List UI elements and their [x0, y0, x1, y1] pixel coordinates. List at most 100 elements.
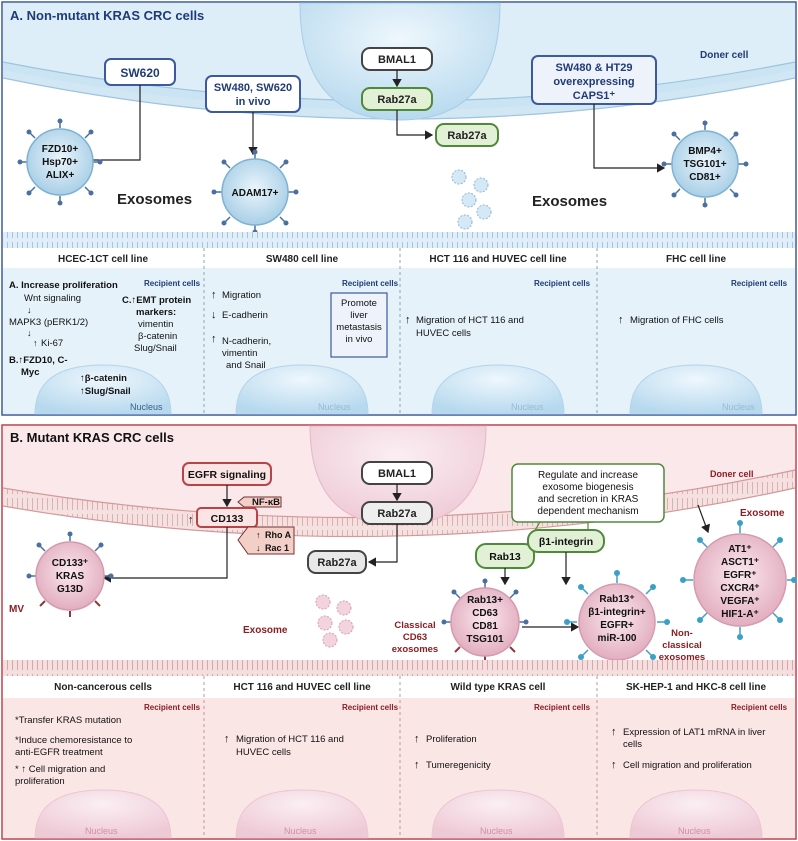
- exosome-2-line1: ADAM17+: [232, 188, 279, 199]
- rab27a-outer-a: [435, 123, 499, 147]
- a-col1-arrow2: ↓: [27, 328, 32, 338]
- nfkb-tag: [237, 496, 282, 508]
- exo-classical-4: TSG101: [466, 634, 504, 645]
- classical-label-1: Classical: [394, 620, 435, 631]
- rab13-label: Rab13: [489, 551, 521, 563]
- exo-classical-3: CD81: [472, 621, 498, 632]
- cell-line-b4: SK-HEP-1 and HKC-8 cell line: [626, 682, 766, 693]
- exosome-at1: AT1⁺ ASCT1⁺ EGFR⁺ CXCR4⁺ VEGFA⁺ HIF1-A⁺: [680, 520, 797, 640]
- a-col2-item2: E-cadherin: [222, 310, 268, 321]
- cell-line-b3: Wild type KRAS cell: [451, 682, 546, 693]
- sw480-ht29-line2: overexpressing: [553, 76, 634, 88]
- recipient-label-a1: Recipient cells: [144, 279, 201, 288]
- nucleus-label-b3: Nucleus: [480, 826, 513, 836]
- cell-line-a1: HCEC-1CT cell line: [58, 254, 148, 265]
- classical-label-2: CD63: [403, 632, 427, 643]
- exo-classical-2: CD63: [472, 608, 498, 619]
- promote-line4: in vivo: [346, 334, 373, 345]
- cell-line-a3: HCT 116 and HUVEC cell line: [429, 254, 567, 265]
- nucleus-label-a1: Nucleus: [130, 402, 163, 412]
- a-col1-b-line2: Myc: [21, 367, 39, 378]
- b-col2-line1: Migration of HCT 116 and: [236, 734, 344, 745]
- exo-nonclassical-2: β1-integrin+: [588, 607, 646, 618]
- a-col3-line2: HUVEC cells: [416, 328, 471, 339]
- a-col1-up1: ↑: [33, 338, 38, 348]
- sw620-label: SW620: [120, 66, 160, 80]
- b-col1-line5: proliferation: [15, 776, 65, 787]
- recipient-label-a3: Recipient cells: [534, 279, 591, 288]
- exosomes-label-left: Exosomes: [117, 191, 192, 208]
- nucleus-label-a3: Nucleus: [511, 402, 544, 412]
- recipient-label-a2: Recipient cells: [342, 279, 399, 288]
- nonclassical-label-2: classical: [662, 640, 702, 651]
- nucleus-label-b1: Nucleus: [85, 826, 118, 836]
- bmal1-label-a: BMAL1: [378, 54, 416, 66]
- small-exosomes-b: [315, 594, 354, 648]
- cd133-label: CD133: [211, 513, 244, 525]
- b-col4-up1: ↑: [611, 726, 617, 738]
- exo-nonclassical-1: Rab13⁺: [599, 594, 634, 605]
- exo-right-2: ASCT1⁺: [721, 557, 759, 568]
- a-col3-up: ↑: [405, 314, 411, 326]
- promote-line1: Promote: [341, 298, 377, 309]
- a-col1-c-item1: vimentin: [138, 319, 173, 330]
- a-col4-up: ↑: [618, 314, 624, 326]
- b-col4-line1: Expression of LAT1 mRNA in liver: [623, 727, 765, 738]
- b-col2-line2: HUVEC cells: [236, 747, 291, 758]
- exosome-classical: Rab13+ CD63 CD81 TSG101: [441, 578, 529, 662]
- cell-line-b2: HCT 116 and HUVEC cell line: [233, 682, 371, 693]
- regulate-line2: exosome biogenesis: [542, 482, 633, 493]
- small-exosomes-a: [451, 169, 492, 230]
- promote-line2: liver: [350, 310, 367, 321]
- a-col1-c-line2: markers:: [136, 307, 176, 318]
- exosome-label-b2: Exosome: [740, 508, 785, 519]
- exosome-bmp4: BMP4+ TSG101+ CD81+: [661, 120, 749, 208]
- rhoa-label: Rho A: [265, 530, 292, 540]
- a-col1-c-line1: C.↑EMT protein: [122, 295, 191, 306]
- membrane-a: [3, 232, 795, 248]
- mv-line2: KRAS: [56, 571, 85, 582]
- panel-b-title: B. Mutant KRAS CRC cells: [10, 430, 174, 445]
- rab27a-outer-b: [307, 550, 367, 574]
- exosome-1-line1: FZD10+: [42, 144, 79, 155]
- exosome-nonclassical: Rab13⁺ β1-integrin+ EGFR+ miR-100: [564, 570, 670, 674]
- rab27a-outer-label-a: Rab27a: [447, 130, 487, 142]
- recipient-label-b4: Recipient cells: [731, 703, 788, 712]
- a-col2-item3-l2: vimentin: [222, 348, 257, 359]
- exosome-1-line2: Hsp70+: [42, 157, 78, 168]
- regulate-line1: Regulate and increase: [538, 470, 639, 481]
- cell-line-a4: FHC cell line: [666, 254, 726, 265]
- b-col2-up: ↑: [224, 733, 230, 745]
- exo-right-4: CXCR4⁺: [720, 583, 759, 594]
- exosome-3-line2: TSG101+: [683, 159, 726, 170]
- egfr-label: EGFR signaling: [188, 469, 266, 481]
- b-col3-up2: ↑: [414, 759, 420, 771]
- mv-line1: CD133⁺: [52, 558, 88, 569]
- a-col1-item3: Ki-67: [41, 338, 63, 349]
- b-col1-line3: anti-EGFR treatment: [15, 747, 103, 758]
- exosomes-label-right: Exosomes: [532, 193, 607, 210]
- classical-label-3: exosomes: [392, 644, 438, 655]
- rab27a-inner-label-b: Rab27a: [377, 508, 417, 520]
- cd133-up: ↑: [188, 514, 194, 526]
- regulate-line3: and secretion in KRAS: [538, 494, 639, 505]
- b-col4-line3: Cell migration and proliferation: [623, 760, 752, 771]
- b-col4-up2: ↑: [611, 759, 617, 771]
- a-col1-arrow1: ↓: [27, 305, 32, 315]
- b-col1-line1: *Transfer KRAS mutation: [15, 715, 121, 726]
- a-col2-down1: ↓: [211, 309, 217, 321]
- nucleus-label-b4: Nucleus: [678, 826, 711, 836]
- exosome-fzd10: FZD10+ Hsp70+ ALIX+: [17, 118, 103, 206]
- panel-b-doner-label: Doner cell: [710, 469, 754, 479]
- nucleus-label-a2: Nucleus: [318, 402, 351, 412]
- a-col4-line1: Migration of FHC cells: [630, 315, 724, 326]
- b1-integrin-label: β1-integrin: [539, 536, 593, 548]
- nuclei-a: [34, 364, 763, 415]
- a-col1-a-title: A. Increase proliferation: [9, 280, 118, 291]
- a-col2-item3-l1: N-cadherin,: [222, 336, 271, 347]
- rab27a-inner-label-a: Rab27a: [377, 94, 417, 106]
- sw480-ht29-line1: SW480 & HT29: [555, 62, 632, 74]
- panel-b: B. Mutant KRAS CRC cells Doner cell EGFR…: [1, 424, 797, 840]
- exo-nonclassical-4: miR-100: [598, 633, 637, 644]
